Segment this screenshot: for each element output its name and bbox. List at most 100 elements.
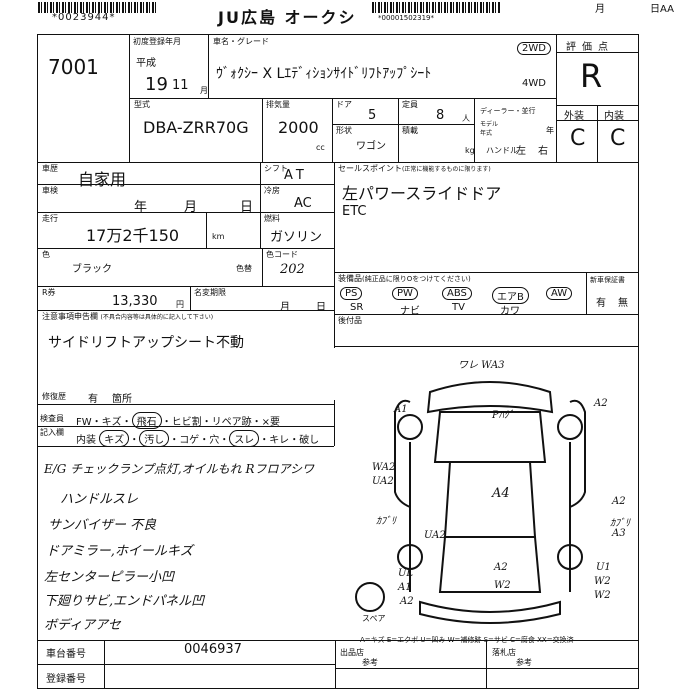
handwritten-line-3: サンバイザー 不良 (48, 518, 157, 533)
registration-month-unit: 月 (200, 86, 208, 95)
damage-mark-13: A2 (494, 562, 508, 573)
color-change-label: 色替 (236, 264, 252, 273)
damage-mark-14: W2 (494, 580, 511, 591)
serial-barcode-number: *00001502319* (378, 14, 434, 22)
usage: 自家用 (78, 170, 127, 189)
handle-left: 左 (516, 146, 526, 157)
buyer-seal-label: 参考 (516, 658, 532, 667)
equipment-aw: AW (546, 287, 573, 300)
mileage-label: 走行 (42, 214, 58, 223)
register-label: 登録番号 (46, 674, 86, 685)
damage-mark-7: A4 (492, 486, 510, 501)
model-year-unit: 年 (546, 126, 554, 135)
equipment-navi: ナビ (400, 306, 420, 317)
exterior-label: 外装 (564, 111, 584, 122)
damage-mark-1: ワレ WA3 (458, 360, 505, 371)
displacement: 2000 (278, 118, 319, 137)
displacement-unit: cc (316, 143, 325, 152)
damage-mark-15: UL (398, 568, 414, 579)
damage-mark-9: ｶﾌﾞﾘ (376, 516, 396, 527)
damage-mark-10: A3 (612, 528, 626, 539)
damage-mark-16: A1 (398, 582, 412, 593)
repair-location-label: 箇所 (112, 394, 132, 405)
handwritten-line-1: E/G チェックランプ点灯,オイルもれ Rフロアシワ (44, 462, 315, 476)
color: ブラック (72, 264, 112, 275)
sheet-frame (37, 34, 639, 689)
handle-right: 右 (538, 146, 548, 157)
recycle-unit: 円 (176, 300, 184, 309)
inspector-label-1: 検査員 (40, 414, 64, 423)
handwritten-line-5: 左センターピラー小凹 (44, 570, 175, 585)
equipment-tv: TV (452, 302, 465, 313)
capacity-unit: 人 (462, 114, 470, 123)
ac-label: 冷房 (264, 186, 280, 195)
registration-era: 平成 (136, 58, 156, 69)
equipment-abs: ABS (442, 287, 472, 300)
model-label: 型式 (134, 100, 150, 109)
registration-label: 初度登録年月 (133, 37, 181, 46)
recycle-label: R券 (42, 288, 56, 297)
damage-mark-11: UA2 (424, 530, 446, 541)
inspection-month-unit: 月 (184, 200, 198, 215)
exterior-grade: C (570, 126, 586, 151)
equipment-ps: PS (340, 287, 363, 300)
fuel-label: 燃料 (264, 214, 280, 223)
owner-manual-no: 無 (618, 298, 628, 309)
post-install-label: 後付品 (338, 316, 362, 325)
interior-grade: C (610, 126, 626, 151)
lot-barcode (38, 2, 156, 13)
vehicle-name: ｳﾞｫｸｼｰ X Lｴﾃﾞｨｼｮﾝｻｲﾄﾞﾘﾌﾄｱｯﾌﾟｼｰﾄ (216, 66, 432, 82)
notes-text: サイドリフトアップシート不動 (48, 335, 244, 351)
damage-mark-5: WA2 (372, 462, 396, 473)
lot-number: 7001 (48, 55, 99, 79)
owner-manual-label: 新車保証書 (590, 276, 625, 284)
damage-mark-20: W2 (594, 590, 611, 601)
header-month-label: 月 (595, 4, 605, 15)
damage-mark-12: ｶﾌﾞﾘ (610, 518, 630, 529)
transfer-month-unit: 月 (280, 302, 290, 313)
load-unit: kg (465, 146, 475, 155)
inspector-label-2: 記入欄 (40, 428, 64, 437)
shift-label: シフト (264, 164, 288, 173)
registration-year: 19 (145, 74, 168, 95)
damage-mark-17: A2 (400, 596, 414, 607)
mileage: 17万2千150 (86, 226, 180, 245)
inspection-year-unit: 年 (134, 200, 148, 215)
handwritten-line-7: ボディアアセ (44, 618, 121, 633)
shape-label: 形状 (336, 126, 352, 135)
chassis-label: 車台番号 (46, 649, 86, 660)
remarks-row-2: 内装 キズ・汚し・コゲ・穴・スレ・キレ・破し (76, 430, 319, 447)
doors: 5 (368, 108, 377, 123)
damage-mark-19: U1 (596, 562, 611, 573)
mileage-unit: km (212, 232, 225, 241)
model-code: DBA-ZRR70G (143, 118, 249, 137)
damage-mark-2: A1 (394, 404, 408, 415)
displacement-label: 排気量 (266, 100, 290, 109)
selling-point-1: 左パワースライドドア (342, 184, 502, 203)
capacity: 8 (436, 108, 445, 123)
inspection-day-unit: 日 (240, 200, 254, 215)
lot-barcode-number: *0023944* (52, 12, 116, 23)
owner-manual-yes: 有 (596, 298, 606, 309)
handwritten-line-4: ドアミラー,ホイールキズ (46, 544, 193, 559)
inspection-label: 車検 (42, 186, 58, 195)
color-code-label: 色コード (266, 250, 298, 259)
dealer-label: ディーラー・並行 (480, 107, 536, 115)
transfer-label: 名変期限 (194, 288, 226, 297)
header-day-label: 日AA (650, 4, 674, 15)
drive-4wd: 4WD (522, 78, 546, 89)
auction-name: JU広島 オークシ (218, 8, 357, 27)
damage-mark-3: A2 (594, 398, 608, 409)
seller-label: 出品店 (340, 648, 364, 657)
damage-mark-8: A2 (612, 496, 626, 507)
capacity-label: 定員 (402, 100, 418, 109)
remarks-row-1: FW・キズ・飛石・ヒビ割・リペア跡・×要 (76, 412, 280, 429)
repair-label: 修復歴 (42, 392, 66, 401)
equipment-airbag: エアB (492, 287, 529, 304)
buyer-label: 落札店 (492, 648, 516, 657)
car-diagram (355, 381, 586, 624)
usage-label: 車歴 (42, 164, 58, 173)
rating-label: 評価点 (566, 42, 614, 53)
handwritten-line-6: 下廻りサビ,エンドパネル凹 (44, 594, 205, 609)
recycle: 13,330 (112, 294, 158, 309)
